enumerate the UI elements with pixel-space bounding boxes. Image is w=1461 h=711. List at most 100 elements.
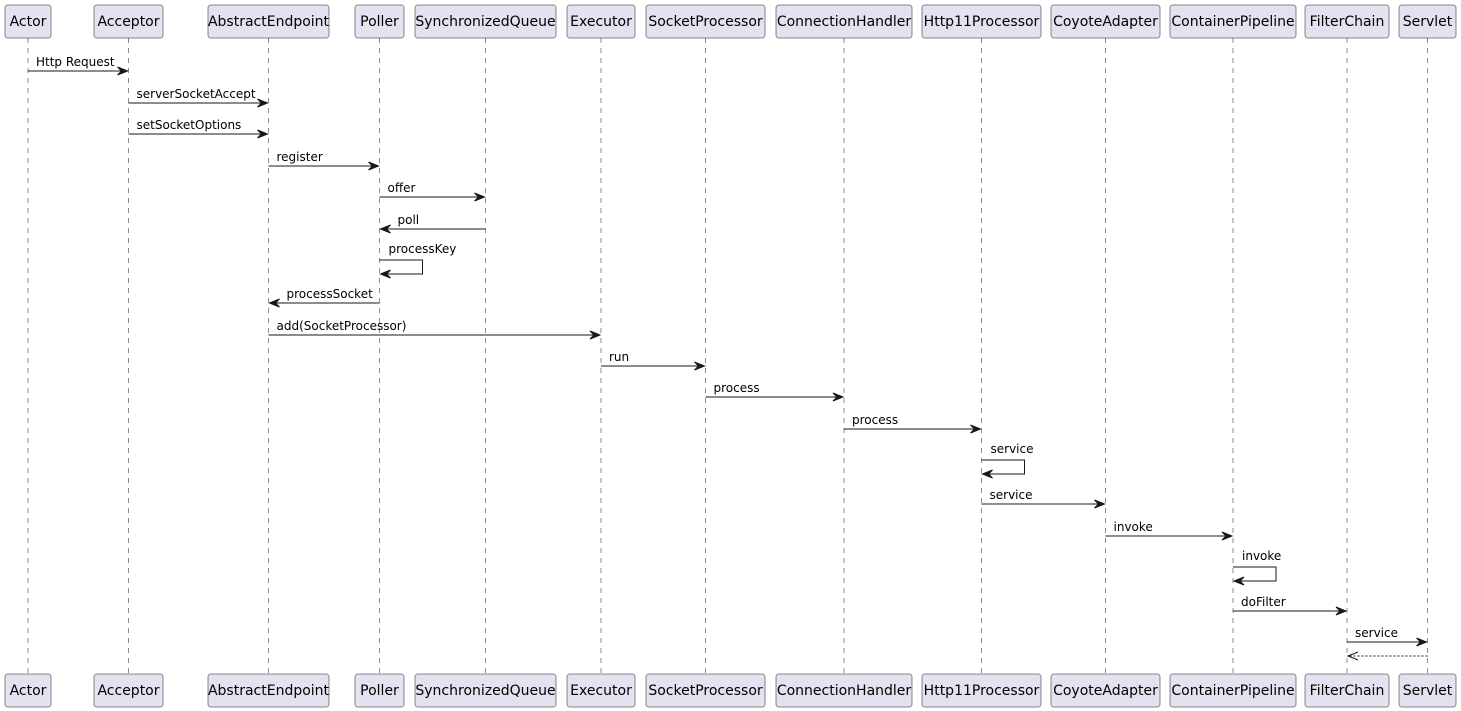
- participant-bottom-connection-handler[interactable]: ConnectionHandler: [775, 673, 913, 708]
- arrow-head: [257, 98, 269, 108]
- participant-label: Http11Processor: [924, 683, 1040, 699]
- message-label: register: [277, 150, 323, 164]
- arrow-head: [1094, 499, 1106, 509]
- participant-box: [93, 4, 164, 39]
- message-label: setSocketOptions: [137, 118, 242, 132]
- participant-top-actor[interactable]: Actor: [4, 4, 52, 39]
- arrow-head: [379, 269, 391, 279]
- participant-bottom-abstract-endpoint[interactable]: AbstractEndpoint: [207, 673, 330, 708]
- arrow-head: [1232, 576, 1245, 586]
- participant-bottom-http11-processor[interactable]: Http11Processor: [921, 673, 1042, 708]
- participant-box: [414, 673, 557, 708]
- participant-label: ContainerPipeline: [1171, 683, 1294, 699]
- participant-box: [921, 4, 1042, 39]
- message-6: poll: [379, 213, 486, 234]
- self-message-line: [379, 259, 423, 275]
- message-label: processKey: [389, 242, 457, 256]
- participant-box: [645, 4, 766, 39]
- participant-label: SocketProcessor: [648, 683, 763, 699]
- participant-box: [207, 673, 330, 708]
- message-1: Http Request: [28, 55, 129, 76]
- participant-label: Poller: [360, 683, 399, 699]
- message-label: add(SocketProcessor): [277, 319, 407, 333]
- participant-label: CoyoteAdapter: [1053, 14, 1158, 30]
- message-label: offer: [388, 181, 416, 195]
- participant-top-filter-chain[interactable]: FilterChain: [1304, 4, 1390, 39]
- participant-top-servlet[interactable]: Servlet: [1398, 4, 1457, 39]
- participant-box: [354, 673, 405, 708]
- participant-bottom-filter-chain[interactable]: FilterChain: [1304, 673, 1390, 708]
- participant-label: Poller: [360, 14, 399, 30]
- participant-box: [1398, 673, 1457, 708]
- participant-label: Http11Processor: [924, 14, 1040, 30]
- participant-bottom-acceptor[interactable]: Acceptor: [93, 673, 164, 708]
- message-label: poll: [398, 213, 420, 227]
- message-label: service: [991, 442, 1034, 456]
- arrow-head: [474, 192, 486, 202]
- participant-top-container-pipeline[interactable]: ContainerPipeline: [1169, 4, 1297, 39]
- participant-top-connection-handler[interactable]: ConnectionHandler: [775, 4, 913, 39]
- message-18: service: [1347, 626, 1428, 647]
- message-label: Http Request: [36, 55, 115, 69]
- arrow-head: [981, 469, 993, 479]
- participant-box: [4, 4, 52, 39]
- participant-top-socket-processor[interactable]: SocketProcessor: [645, 4, 766, 39]
- participant-box: [566, 673, 636, 708]
- participant-bottom-container-pipeline[interactable]: ContainerPipeline: [1169, 673, 1297, 708]
- participant-label: Acceptor: [97, 683, 159, 699]
- participant-bottom-actor[interactable]: Actor: [4, 673, 52, 708]
- message-3: setSocketOptions: [128, 118, 269, 139]
- arrow-head: [368, 161, 380, 171]
- message-9: add(SocketProcessor): [268, 319, 602, 340]
- message-8: processSocket: [268, 287, 380, 308]
- arrow-head: [257, 129, 269, 139]
- self-message-line: [981, 459, 1025, 475]
- message-12: process: [844, 413, 982, 434]
- participant-bottom-socket-processor[interactable]: SocketProcessor: [645, 673, 766, 708]
- participant-top-executor[interactable]: Executor: [566, 4, 636, 39]
- participant-box: [1169, 673, 1297, 708]
- participant-top-abstract-endpoint[interactable]: AbstractEndpoint: [207, 4, 330, 39]
- participant-label: Acceptor: [97, 14, 159, 30]
- participant-box: [4, 673, 52, 708]
- arrow-head: [379, 224, 391, 234]
- message-label: invoke: [1114, 520, 1153, 534]
- participant-label: AbstractEndpoint: [208, 683, 330, 699]
- participant-label: CoyoteAdapter: [1053, 683, 1158, 699]
- participant-bottom-synchronized-queue[interactable]: SynchronizedQueue: [414, 673, 557, 708]
- participant-label: ConnectionHandler: [777, 683, 912, 699]
- participant-bottom-poller[interactable]: Poller: [354, 673, 405, 708]
- arrow-head: [1416, 637, 1428, 647]
- participant-bottom-executor[interactable]: Executor: [566, 673, 636, 708]
- participant-top-http11-processor[interactable]: Http11Processor: [921, 4, 1042, 39]
- participant-box: [93, 673, 164, 708]
- message-10: run: [601, 350, 706, 371]
- participant-box: [645, 673, 766, 708]
- message-label: serverSocketAccept: [137, 87, 256, 101]
- participant-label: Executor: [570, 14, 632, 30]
- participant-bottom-coyote-adapter[interactable]: CoyoteAdapter: [1050, 673, 1161, 708]
- participant-box: [1398, 4, 1457, 39]
- message-label: run: [609, 350, 629, 364]
- message-label: service: [990, 488, 1033, 502]
- message-label: processSocket: [287, 287, 374, 301]
- participants: ActorActorAcceptorAcceptorAbstractEndpoi…: [4, 4, 1457, 708]
- participant-top-synchronized-queue[interactable]: SynchronizedQueue: [414, 4, 557, 39]
- arrow-head: [832, 392, 845, 402]
- participant-label: SocketProcessor: [648, 14, 763, 30]
- participant-box: [1169, 4, 1297, 39]
- message-17: doFilter: [1233, 595, 1348, 616]
- participant-box: [1050, 673, 1161, 708]
- message-16: invoke: [1232, 549, 1281, 586]
- arrow-head: [694, 361, 706, 371]
- participant-label: SynchronizedQueue: [415, 683, 555, 699]
- message-5: offer: [379, 181, 486, 202]
- message-label: process: [714, 381, 760, 395]
- message-13: service: [981, 442, 1034, 479]
- participant-top-acceptor[interactable]: Acceptor: [93, 4, 164, 39]
- participant-top-poller[interactable]: Poller: [354, 4, 405, 39]
- participant-bottom-servlet[interactable]: Servlet: [1398, 673, 1457, 708]
- participant-top-coyote-adapter[interactable]: CoyoteAdapter: [1050, 4, 1161, 39]
- participant-box: [775, 673, 913, 708]
